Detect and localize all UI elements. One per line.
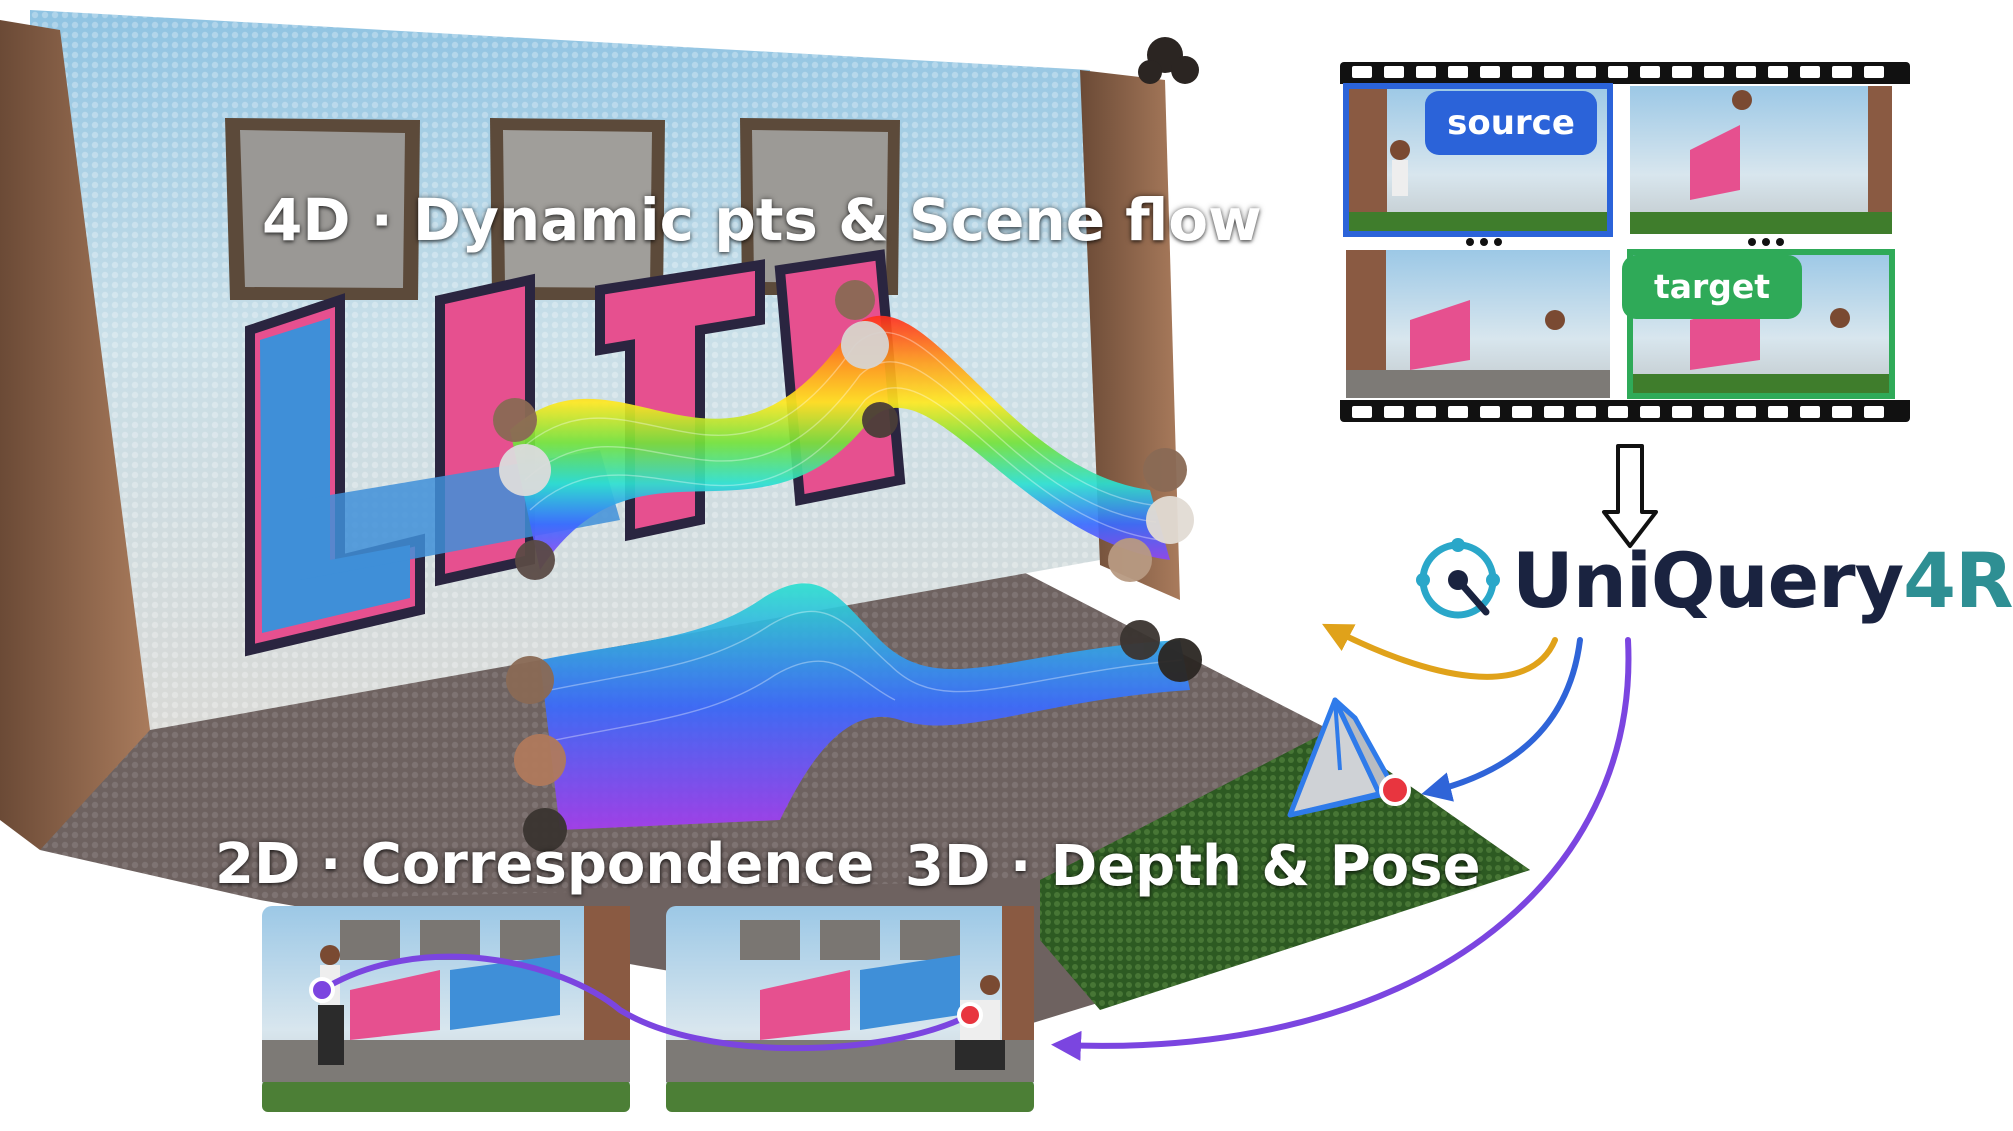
frame-3 (1346, 250, 1610, 398)
down-arrow-icon (1602, 444, 1658, 548)
correspondence-point-source (309, 977, 335, 1003)
brand-name: UniQuery (1512, 536, 1904, 625)
brand-wordmark: UniQuery4R (1512, 536, 2013, 625)
diagram-canvas (0, 10, 1910, 1112)
brick-pillar-left (0, 20, 150, 850)
target-tag: target (1622, 255, 1802, 319)
camera-center-point (1379, 774, 1411, 806)
corr-frame-right (666, 906, 1034, 1112)
label-4d-scene-flow: 4D · Dynamic pts & Scene flow (262, 186, 1262, 254)
output-arrows (1051, 623, 1632, 1061)
frame-ellipsis (1466, 238, 1784, 246)
graffiti-letters (245, 249, 906, 657)
brand-suffix: 4R (1903, 536, 2013, 625)
scene-flow-lower (540, 583, 1190, 830)
camera-frustum-icon (1287, 697, 1411, 818)
correspondence-frames (262, 906, 1034, 1112)
scene-flow-trajectories (493, 280, 1202, 852)
arrow-to-4d (1322, 623, 1558, 680)
correspondence-point-target (957, 1002, 983, 1028)
uniquery-logo-icon (1416, 538, 1500, 619)
wall-windows (225, 118, 900, 300)
arrow-to-3d (1421, 637, 1583, 802)
label-3d-depth-pose: 3D · Depth & Pose (905, 834, 1481, 899)
scene-flow-upper (510, 315, 1170, 570)
correspondence-curve (319, 953, 973, 1052)
arrow-to-2d (1051, 637, 1632, 1061)
corr-frame-left (262, 906, 630, 1112)
frame-2 (1630, 86, 1892, 234)
label-2d-correspondence: 2D · Correspondence (215, 832, 875, 897)
source-tag: source (1425, 91, 1597, 155)
